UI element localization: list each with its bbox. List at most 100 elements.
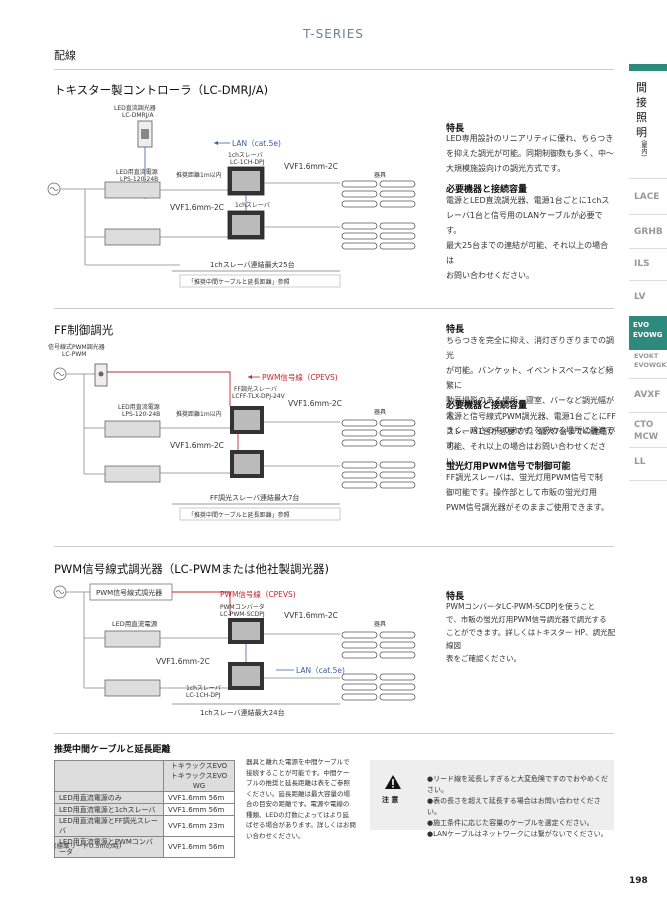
table-cell: LED用直流電源とPWMコンバータ — [54, 836, 164, 858]
side-tab-sub: (屋内) — [640, 140, 647, 157]
dimmer-knob — [98, 371, 104, 377]
side-tab-ils[interactable]: ILS — [634, 259, 650, 269]
table-cell: VVF1.6mm 23m — [163, 815, 235, 837]
vvf-label: VVF1.6mm-2C — [288, 399, 342, 408]
max-label: 1chスレーバ連結最大24台 — [200, 708, 285, 717]
slave-face — [232, 666, 260, 686]
side-tab-lace[interactable]: LACE — [634, 192, 660, 202]
table-row: LED用直流電源とPWMコンバータ VVF1.6mm 56m — [54, 836, 235, 858]
vvf-label: VVF1.6mm-2C — [284, 162, 338, 171]
ref-box — [179, 274, 341, 288]
arrow-icon — [248, 375, 252, 379]
divider — [54, 69, 614, 70]
max-label: FF調光スレーバ連結最大7台 — [210, 493, 299, 502]
side-tab-divider — [629, 412, 667, 413]
side-tab-divider — [629, 248, 667, 249]
slave-model: LC-1CH-DPJ — [186, 692, 221, 699]
ref-box — [179, 507, 341, 521]
side-tab-divider — [629, 178, 667, 179]
ref-label: 「推奨中間ケーブルと延長距離」参照 — [188, 511, 290, 519]
sec1-title: トキスター製コントローラ（LC-DMRJ/A) — [54, 83, 269, 97]
table-row: LED用直流電源とFF調光スレーバ VVF1.6mm 23m — [54, 815, 235, 837]
warning-icon — [385, 775, 401, 789]
side-tab-char: 間 — [636, 81, 647, 94]
psu-label: LED用直流電源 — [118, 403, 160, 411]
sec2-wiring-diagram: 信号線式PWM調光器 LC-PWM PWM信号線（CPEVS) FF調光スレーバ… — [48, 343, 416, 521]
lan-label: LAN（cat.5e) — [296, 666, 345, 675]
psu-model: LPS-120-24B — [122, 411, 160, 418]
side-tab-lv[interactable]: LV — [634, 292, 646, 302]
table-row: LED用直流電源と1chスレーバ VVF1.6mm 56m — [54, 803, 235, 816]
ac-wave-icon — [49, 187, 59, 191]
converter-model: LC-PWM-SCDPJ — [220, 611, 265, 618]
caution-box — [370, 760, 614, 830]
psu-unit — [104, 679, 161, 697]
sec3-wiring-diagram: PWM信号線式調光器 PWM信号線（CPEVS) PWMコンバータ LC-PWM… — [53, 583, 416, 717]
fixture-group — [341, 419, 416, 447]
converter-face — [232, 622, 260, 640]
pwm-dimmer-label: PWM信号線式調光器 — [96, 588, 162, 597]
caution-item: ●表の長さを超えて延長する場合はお問い合わせください。 — [427, 797, 601, 816]
vvf-label-2: VVF1.6mm-2C — [170, 441, 224, 450]
cable-table: トキラックスEVO トキラックスEVO WG LED用直流電源のみ VVF1.6… — [54, 760, 235, 858]
sec2-req-heading: 必要機器と接続容量 — [446, 401, 528, 411]
sec3-feature-heading: 特長 — [446, 592, 465, 602]
pwm-dimmer-model: LC-PWM — [62, 351, 86, 358]
sec2-req-text: 電源と信号線式PWM調光器、電源1台ごとにFF スレーバ1台が必要です。最大7台… — [446, 412, 616, 466]
ff-slave-model: LCFF-TLX-DPJ-24V — [232, 393, 286, 400]
caution-item: ●施工条件に応じた容量のケーブルを選定ください。 — [427, 819, 594, 827]
table-cell: LED用直流電源とFF調光スレーバ — [54, 815, 164, 837]
divider — [54, 308, 614, 309]
vvf-label: VVF1.6mm-2C — [284, 611, 338, 620]
slave-label: 1chスレーバ — [186, 685, 221, 692]
caution-item: ●リード線を延長しすぎると大変危険ですのでおやめください。 — [427, 775, 608, 794]
psu-label: LED用直流電源 — [112, 619, 158, 628]
side-tab-cto[interactable]: CTO MCW — [634, 420, 659, 442]
psu-unit — [104, 420, 161, 438]
side-tab-active[interactable]: 間 接 照 明 (屋内) — [636, 80, 660, 157]
cable-title: 推奨中間ケーブルと延長距離 — [54, 745, 171, 755]
divider — [54, 733, 614, 734]
vvf-label-2: VVF1.6mm-2C — [170, 203, 224, 212]
side-tab-grhb[interactable]: GRHB — [634, 227, 663, 237]
slave-face — [234, 454, 260, 474]
side-tab-evo[interactable]: EVO EVOWG — [633, 321, 663, 339]
sec1-req-heading: 必要機器と接続容量 — [446, 185, 528, 195]
ref-label: 「推奨中間ケーブルと延長距離」参照 — [188, 278, 290, 286]
table-header-cell — [54, 760, 164, 792]
psu-model: LPS-120-24B — [120, 176, 158, 183]
sec2-fl-text: FF調光スレーバは、蛍光灯用PWM信号で制 御可能です。操作部として市販の蛍光灯… — [446, 473, 609, 512]
side-tab-avxf[interactable]: AVXF — [634, 390, 661, 400]
side-tab-evokt[interactable]: EVOKT EVOWGKT — [634, 352, 667, 369]
fixture-group — [341, 631, 416, 659]
psu-unit — [104, 630, 161, 648]
sec3-title: PWM信号線式調光器（LC-PWMまたは他社製調光器) — [54, 562, 330, 576]
fixture-group — [341, 673, 416, 701]
table-row: トキラックスEVO トキラックスEVO WG — [54, 760, 235, 792]
sec2-fl-heading: 蛍光灯用PWM信号で制御可能 — [446, 462, 571, 472]
pwm-signal-wire — [172, 591, 231, 616]
arrow-icon — [214, 141, 218, 145]
distance-label: 推奨距離1m以内 — [176, 410, 222, 418]
slave-face — [232, 171, 260, 191]
sec1-wiring-diagram: LED直流調光器 LC-DMRJ/A LAN（cat.5e) 1chスレーバ L… — [47, 104, 416, 288]
side-tab-char: 接 — [636, 96, 647, 109]
fixture-group — [341, 461, 416, 489]
distance-label: 推奨距離1m以内 — [176, 171, 222, 179]
section-title: 配線 — [54, 49, 76, 62]
pwm-dimmer-label: 信号線式PWM調光器 — [48, 343, 105, 351]
psu-unit — [104, 181, 161, 199]
side-tab-ll[interactable]: LL — [634, 457, 646, 467]
table-cell: VVF1.6mm 56m — [163, 791, 235, 804]
cable-footnote: (標準リード0.5mの時) — [54, 842, 122, 850]
pwm-label: PWM信号線（CPEVS) — [262, 372, 338, 382]
ac-wave-icon — [55, 372, 65, 376]
cable-description: 器具と離れた電源を中間ケーブルで 接続することが可能です。中間ケー ブルの推奨と… — [246, 758, 356, 840]
table-cell: VVF1.6mm 56m — [163, 836, 235, 858]
slave-label-2: 1chスレーバ — [235, 202, 270, 209]
table-row: LED用直流電源のみ VVF1.6mm 56m — [54, 791, 235, 804]
ac-wave-icon — [55, 590, 65, 594]
sec2-feature-heading: 特長 — [446, 325, 465, 335]
caution-label: 注 意 — [382, 796, 399, 804]
table-cell: VVF1.6mm 56m — [163, 803, 235, 816]
